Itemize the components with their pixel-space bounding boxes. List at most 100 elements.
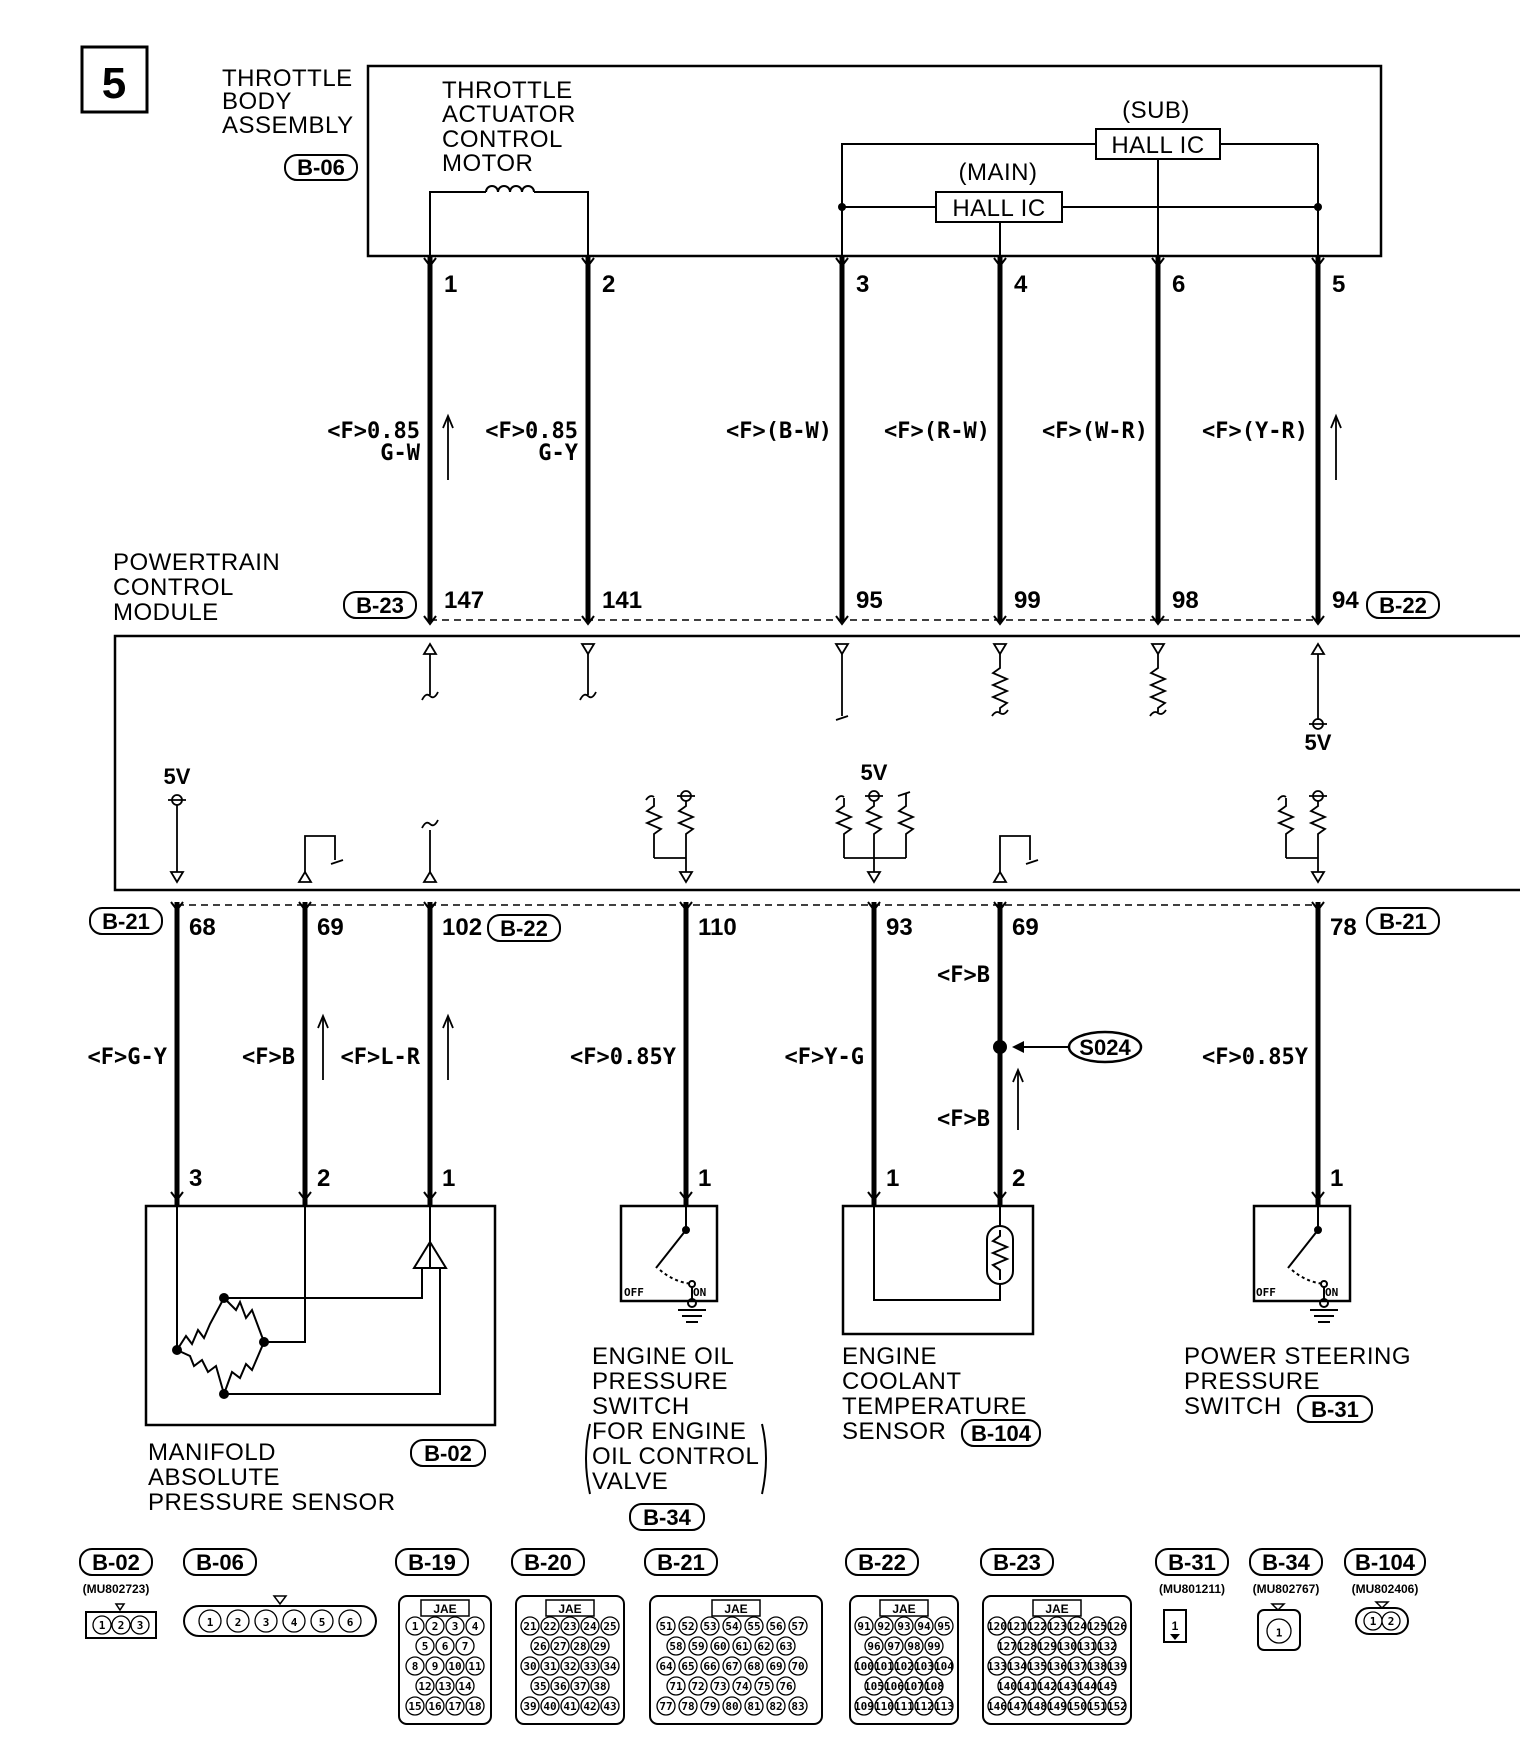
top-wire-5: 698<F>(W-R) [1042, 256, 1199, 626]
wire-color-label: <F>0.85 [327, 419, 420, 444]
connector-pin: 8 [412, 1660, 419, 1673]
jae-maker-label: JAE [892, 1602, 915, 1616]
connector-view-b-20: B-20 [511, 1548, 585, 1576]
connector-pin: 33 [583, 1660, 596, 1673]
connector-view-tag: B-20 [524, 1550, 572, 1575]
component-pin-label: 1 [698, 1165, 711, 1192]
top-wires: 1147<F>0.85G-W2141<F>0.85G-Y395<F>(B-W)4… [327, 256, 1359, 626]
component-pin-label: 3 [189, 1165, 202, 1192]
oil-label-1: ENGINE OIL [592, 1343, 734, 1370]
connector-pin: 151 [1087, 1700, 1107, 1713]
connector-pin: 21 [523, 1620, 537, 1633]
ps-label-2: PRESSURE [1184, 1368, 1320, 1395]
connector-pin: 147 [1007, 1700, 1027, 1713]
connector-pin: 127 [997, 1640, 1017, 1653]
connector-pin: 97 [887, 1640, 900, 1653]
top-pin-label: 2 [602, 271, 615, 298]
top-pin-label: 6 [1172, 271, 1185, 298]
wire-color-label: <F>L-R [341, 1045, 421, 1070]
connector-view-b-06: B-06 [183, 1548, 257, 1576]
oil-pressure-switch [619, 1196, 719, 1323]
bottom-wire-6: 692<F>B<F>B [937, 901, 1039, 1206]
connector-pin: 1 [1370, 1615, 1377, 1628]
coolant-sensor [841, 1196, 1035, 1336]
v5-label-68: 5V [164, 764, 191, 789]
connector-pin: 25 [603, 1620, 616, 1633]
connector-pin: 54 [725, 1620, 739, 1633]
hall-ic-sub: (SUB) HALL IC [1095, 97, 1221, 160]
connector-pin: 67 [725, 1660, 738, 1673]
connector-pin: 71 [669, 1680, 683, 1693]
connector-pin: 34 [603, 1660, 617, 1673]
connector-pin: 134 [1007, 1660, 1027, 1673]
connector-view-tag: B-34 [1262, 1550, 1310, 1575]
connector-pin: 106 [884, 1680, 904, 1693]
connector-pin: 41 [563, 1700, 577, 1713]
wire-color-label-2: G-W [380, 441, 420, 466]
connector-pin: 1 [412, 1620, 419, 1633]
connector-pin: 32 [563, 1660, 576, 1673]
pcm-pin-label: 78 [1330, 914, 1357, 941]
wire-color-label: <F>0.85Y [570, 1045, 677, 1070]
connector-pin: 5 [422, 1640, 429, 1653]
connector-pin: 6 [347, 1616, 354, 1629]
hall-ic-main: (MAIN) HALL IC [935, 159, 1063, 223]
ps-connector-tag: B-31 [1311, 1397, 1359, 1422]
oil-label-4: FOR ENGINE [592, 1418, 746, 1445]
pcm-connector-tags: B-23 B-22 B-21 B-22 B-21 [89, 591, 1440, 942]
connector-pin: 136 [1047, 1660, 1067, 1673]
connector-pin: 3 [452, 1620, 459, 1633]
connector-pin: 52 [681, 1620, 694, 1633]
connector-view-tag: B-31 [1168, 1550, 1216, 1575]
v5-label-93: 5V [861, 760, 888, 785]
coolant-label-1: ENGINE [842, 1343, 937, 1370]
connector-pin: 66 [703, 1660, 717, 1673]
top-pin-label: 5 [1332, 271, 1345, 298]
connector-pin: 93 [897, 1620, 910, 1633]
connector-pin: 16 [428, 1700, 442, 1713]
connector-view-b-19: B-19 [395, 1548, 469, 1576]
connector-pin: 64 [659, 1660, 673, 1673]
b31-face: 1 [1163, 1609, 1187, 1643]
pcm-pin-label: 110 [698, 914, 737, 941]
connector-pin: 36 [553, 1680, 567, 1693]
wire-color-label-lower: <F>B [937, 1107, 990, 1132]
pcm-tag-b21-right: B-21 [1379, 909, 1427, 934]
connector-pin: 9 [432, 1660, 439, 1673]
connector-pin: 112 [914, 1700, 934, 1713]
connector-pin: 62 [757, 1640, 770, 1653]
connector-pin: 53 [703, 1620, 716, 1633]
connector-pin: 91 [857, 1620, 871, 1633]
wire-color-label: <F>(Y-R) [1202, 419, 1308, 444]
connector-pin: 152 [1107, 1700, 1127, 1713]
connector-pin: 42 [583, 1700, 596, 1713]
connector-pin: 128 [1017, 1640, 1037, 1653]
motor-label: THROTTLE ACTUATOR CONTROL MOTOR [442, 77, 575, 177]
pcm-label: POWERTRAIN CONTROL MODULE [113, 549, 280, 626]
connector-pin: 27 [553, 1640, 566, 1653]
connector-pin: 26 [533, 1640, 547, 1653]
connector-view-b-31: B-31(MU801211) [1155, 1548, 1229, 1596]
connector-pin: 140 [997, 1680, 1017, 1693]
pcm-5v-labels: 5V 5V 5V [164, 730, 1332, 789]
pcm-pin-label: 95 [856, 587, 883, 614]
pcm-tag-b22-top: B-22 [1379, 593, 1427, 618]
connector-view-b-23: B-23 [980, 1548, 1054, 1576]
pcm-pin-label: 147 [444, 587, 484, 614]
connector-pin: 72 [691, 1680, 704, 1693]
component-pin-label: 1 [442, 1165, 455, 1192]
connector-pin: 132 [1097, 1640, 1117, 1653]
bottom-wires: 683<F>G-Y692<F>B1021<F>L-R1101<F>0.85Y93… [88, 901, 1357, 1206]
connector-pin: 76 [779, 1680, 793, 1693]
connector-pin: 129 [1037, 1640, 1057, 1653]
connector-pin: 1 [1172, 1619, 1179, 1633]
wire-color-label: <F>B [242, 1045, 295, 1070]
wire-color-label: <F>(R-W) [884, 419, 990, 444]
motor-label-1: THROTTLE [442, 77, 573, 104]
connector-pin: 82 [769, 1700, 782, 1713]
connector-pin: 28 [573, 1640, 586, 1653]
